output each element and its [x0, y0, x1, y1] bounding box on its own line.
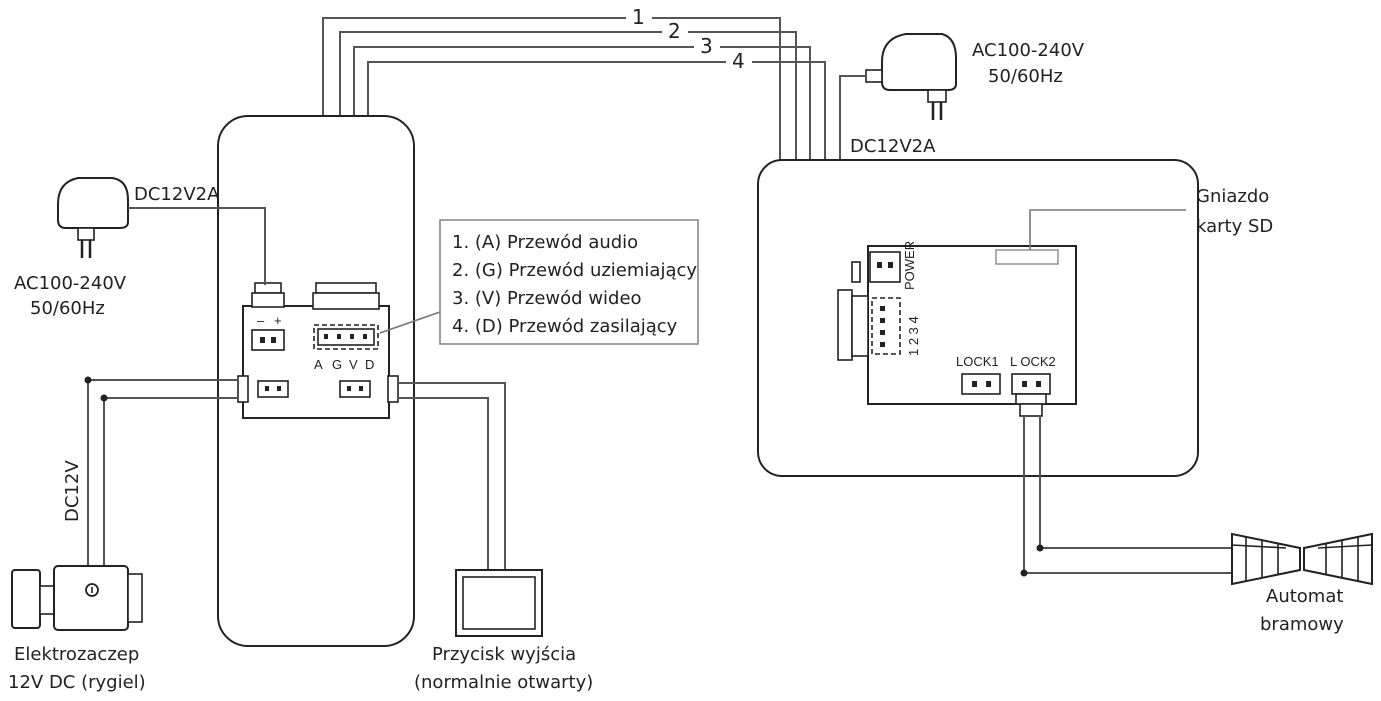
pin-label-v: V — [349, 357, 358, 372]
sd-caption-line1: Gniazdo — [1196, 186, 1269, 207]
wire-number-1: 1 — [632, 5, 645, 29]
pin-label-d: D — [365, 357, 374, 372]
left-power-adapter: DC12V2A AC100-240V 50/60Hz — [14, 177, 266, 319]
wire-number-4: 4 — [732, 49, 745, 73]
gate-right-wing — [1303, 532, 1373, 586]
bundle-plug-cap — [315, 282, 377, 294]
left-ac-line1: AC100-240V — [14, 273, 127, 294]
wire-number-labels: 1 2 3 4 — [626, 5, 752, 73]
left-adapter-cable — [128, 207, 266, 285]
exit-connector — [387, 375, 399, 403]
lock2-terminal — [1011, 373, 1051, 395]
exit-terminal — [339, 380, 371, 398]
four-pin-label: 1 2 3 4 — [906, 316, 921, 356]
door-lock: DC12V Elektrozaczep 12V DC (rygiel) — [8, 376, 238, 693]
power-plug-cap — [254, 282, 282, 294]
power-label: POWER — [902, 241, 917, 290]
right-ac-line1: AC100-240V — [972, 40, 1085, 61]
lock1-terminal — [961, 373, 1001, 395]
legend-item-4: 4. (D) Przewód zasilający — [452, 316, 678, 337]
legend-pointer — [379, 311, 441, 334]
agvd-terminal — [317, 328, 375, 346]
bundle-plug-right-cap — [851, 295, 869, 357]
wire-number-2: 2 — [668, 19, 681, 43]
lock2-label: L OCK2 — [1010, 354, 1056, 369]
lock-wire-label: DC12V — [62, 460, 83, 522]
exit-button-face — [462, 576, 536, 630]
wire-number-3: 3 — [700, 34, 713, 58]
left-ac-line2: 50/60Hz — [30, 298, 105, 319]
gate-caption-line1: Automat — [1266, 586, 1343, 607]
lock2-plug — [1015, 393, 1047, 405]
four-pin-frame — [871, 297, 901, 355]
power-plug — [251, 292, 285, 308]
power-terminal — [251, 329, 285, 351]
lock1-label: LOCK1 — [956, 354, 999, 369]
lock2-plug-tail — [1019, 403, 1043, 417]
bundle-plug — [312, 292, 380, 310]
lock-body — [53, 565, 129, 631]
lock-wire-a — [87, 379, 238, 565]
right-power-adapter: AC100-240V 50/60Hz DC12V2A — [839, 33, 1085, 271]
outdoor-panel: – + A G V D — [217, 115, 415, 647]
terminal-plus-label: + — [274, 313, 282, 328]
sd-caption-line2: karty SD — [1196, 216, 1273, 237]
exit-wire-b — [398, 397, 489, 570]
lock-connector — [237, 375, 249, 403]
lock-end-cap — [127, 573, 143, 623]
legend-item-2: 2. (G) Przewód uziemiający — [452, 260, 697, 281]
left-adapter-body — [57, 177, 129, 229]
terminal-minus-label: – — [257, 313, 265, 328]
lock-caption-line2: 12V DC (rygiel) — [8, 672, 146, 693]
lock-caption-line1: Elektrozaczep — [14, 644, 139, 665]
power-terminal-right — [869, 251, 901, 283]
gate-automat: Automat bramowy — [1020, 416, 1373, 635]
bundle-plug-right — [837, 289, 853, 361]
right-adapter-body — [881, 33, 957, 91]
legend-item-3: 3. (V) Przewód wideo — [452, 288, 642, 309]
exit-wire-a — [398, 382, 506, 570]
lock-bolt — [39, 585, 55, 615]
monitor: Gniazdo karty SD POWER 1 2 3 4 LOCK1 L O… — [757, 159, 1273, 477]
exit-button: Przycisk wyjścia (normalnie otwarty) — [398, 382, 593, 693]
left-dc-label: DC12V2A — [134, 184, 220, 205]
exit-caption-line2: (normalnie otwarty) — [414, 672, 593, 693]
legend-box — [439, 219, 699, 345]
right-ac-line2: 50/60Hz — [988, 66, 1063, 87]
gate-caption-line2: bramowy — [1260, 614, 1344, 635]
wire-legend: 1. (A) Przewód audio 2. (G) Przewód uzie… — [379, 219, 699, 345]
sd-card-slot — [995, 249, 1059, 265]
right-dc-label: DC12V2A — [850, 136, 936, 157]
agvd-terminal-frame — [313, 324, 379, 350]
power-plug-right — [851, 261, 861, 283]
right-adapter-plug — [865, 69, 883, 83]
gate-left-wing — [1231, 532, 1301, 586]
exit-caption-line1: Przycisk wyjścia — [432, 644, 576, 665]
left-adapter-neck — [77, 227, 95, 241]
pin-label-g: G — [332, 357, 342, 372]
lock-bolt-plate — [11, 569, 41, 629]
lock-terminal — [257, 380, 289, 398]
sd-pointer — [1029, 209, 1186, 250]
legend-item-1: 1. (A) Przewód audio — [452, 232, 638, 253]
pin-label-a: A — [314, 357, 323, 372]
right-adapter-neck — [927, 89, 947, 103]
